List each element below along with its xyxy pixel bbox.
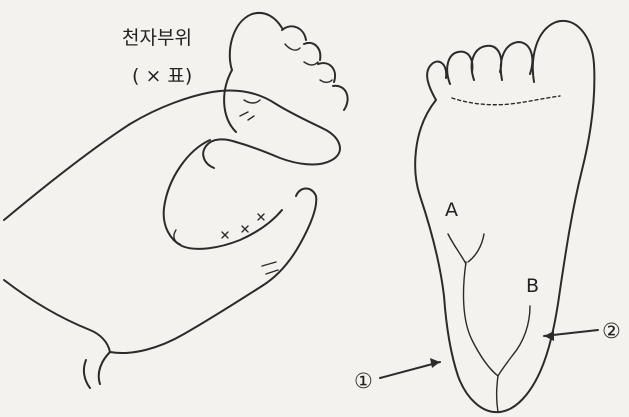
thumb-outline: [203, 139, 236, 168]
toe-base-line: [452, 96, 560, 105]
title-line-1: 천자부위: [122, 27, 192, 49]
zone-b-label: B: [526, 275, 539, 297]
marker-1-label: ①: [354, 369, 373, 393]
lower-hand-outline: [4, 280, 262, 388]
index-finger-outline: [262, 189, 316, 287]
zone-a-boundary: [448, 234, 498, 376]
hand-palm-outline: [4, 91, 340, 221]
zone-a-label: A: [445, 199, 458, 221]
foot-sole-outline: [415, 21, 594, 412]
arrow-1: [380, 358, 440, 378]
foot-sole-illustration: A B ① ②: [354, 21, 621, 412]
knuckle-marks: [240, 112, 278, 274]
marker-2-label: ②: [602, 319, 621, 343]
puncture-site-marks: [222, 214, 264, 238]
title-line-2: ( × 표): [132, 65, 192, 87]
